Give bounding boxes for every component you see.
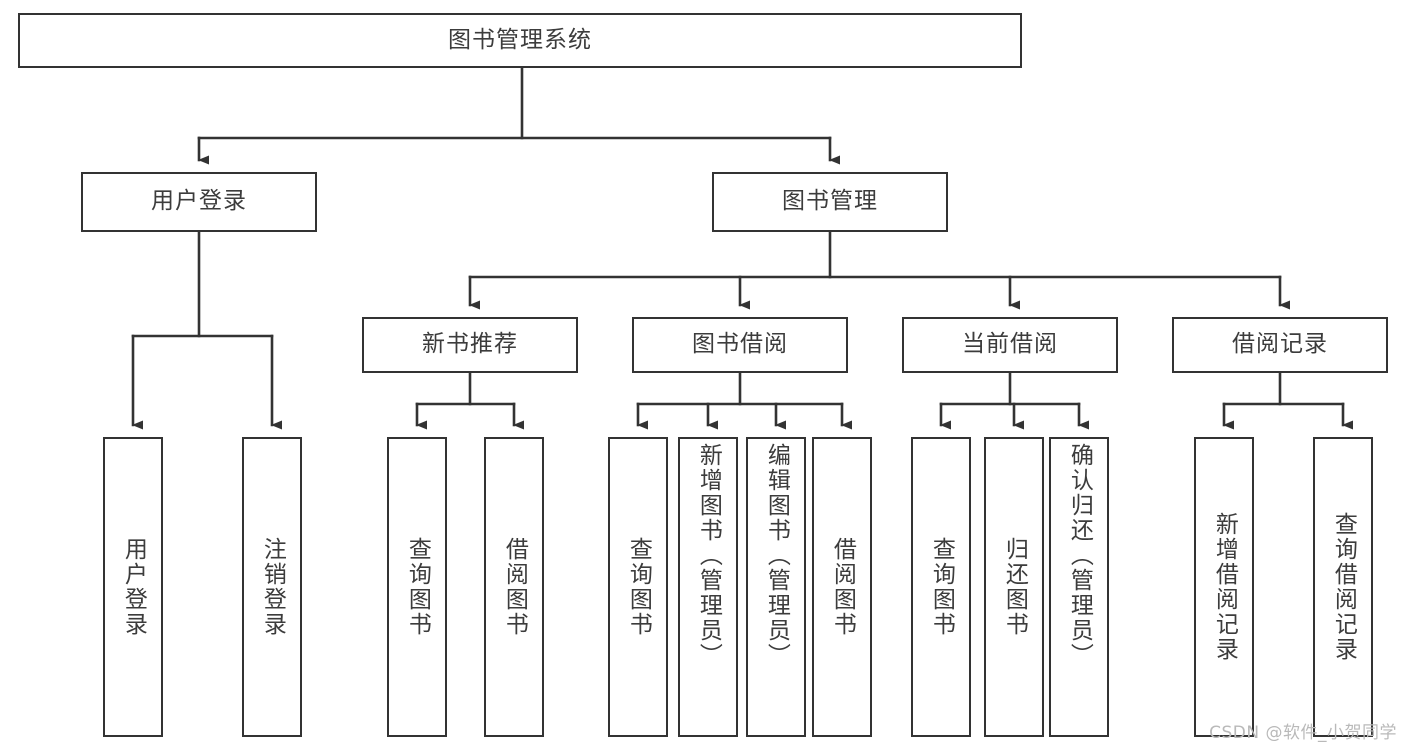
leaf-user-login[interactable]: 用户登录: [103, 437, 163, 737]
leaf-search-book-current-label: 查询图书: [928, 537, 955, 637]
leaf-borrow-book-new[interactable]: 借阅图书: [484, 437, 544, 737]
leaf-borrow-book-label: 借阅图书: [829, 537, 856, 637]
node-root-label: 图书管理系统: [448, 26, 592, 53]
leaf-confirm-return-admin-label: 确认归还（管理员）: [1066, 443, 1093, 668]
leaf-search-borrow-record-label: 查询借阅记录: [1330, 512, 1357, 662]
leaf-edit-book-admin[interactable]: 编辑图书（管理员）: [746, 437, 806, 737]
leaf-borrow-book-new-label: 借阅图书: [501, 537, 528, 637]
leaf-user-logout-label: 注销登录: [259, 537, 286, 637]
node-new-book-recommend[interactable]: 新书推荐: [362, 317, 578, 373]
leaf-edit-book-admin-label: 编辑图书（管理员）: [763, 443, 790, 668]
leaf-add-borrow-record-label: 新增借阅记录: [1211, 512, 1238, 662]
node-user-login[interactable]: 用户登录: [81, 172, 317, 232]
leaf-user-login-label: 用户登录: [120, 537, 147, 637]
leaf-search-book-borrow[interactable]: 查询图书: [608, 437, 668, 737]
node-current-borrow-label: 当前借阅: [962, 331, 1058, 358]
leaf-return-book-label: 归还图书: [1001, 537, 1028, 637]
leaf-add-book-admin[interactable]: 新增图书（管理员）: [678, 437, 738, 737]
node-book-management-label: 图书管理: [782, 188, 878, 215]
node-new-book-recommend-label: 新书推荐: [422, 331, 518, 358]
node-book-borrow[interactable]: 图书借阅: [632, 317, 848, 373]
leaf-search-book-new-label: 查询图书: [404, 537, 431, 637]
leaf-borrow-book[interactable]: 借阅图书: [812, 437, 872, 737]
leaf-return-book[interactable]: 归还图书: [984, 437, 1044, 737]
leaf-search-book-current[interactable]: 查询图书: [911, 437, 971, 737]
node-root[interactable]: 图书管理系统: [18, 13, 1022, 68]
leaf-add-book-admin-label: 新增图书（管理员）: [695, 443, 722, 668]
leaf-search-book-new[interactable]: 查询图书: [387, 437, 447, 737]
node-user-login-label: 用户登录: [151, 188, 247, 215]
node-borrow-records[interactable]: 借阅记录: [1172, 317, 1388, 373]
csdn-watermark: CSDN @软件_小贺同学: [1209, 723, 1397, 743]
node-book-borrow-label: 图书借阅: [692, 331, 788, 358]
node-current-borrow[interactable]: 当前借阅: [902, 317, 1118, 373]
leaf-search-book-borrow-label: 查询图书: [625, 537, 652, 637]
leaf-confirm-return-admin[interactable]: 确认归还（管理员）: [1049, 437, 1109, 737]
leaf-user-logout[interactable]: 注销登录: [242, 437, 302, 737]
node-borrow-records-label: 借阅记录: [1232, 331, 1328, 358]
leaf-add-borrow-record[interactable]: 新增借阅记录: [1194, 437, 1254, 737]
node-book-management[interactable]: 图书管理: [712, 172, 948, 232]
leaf-search-borrow-record[interactable]: 查询借阅记录: [1313, 437, 1373, 737]
